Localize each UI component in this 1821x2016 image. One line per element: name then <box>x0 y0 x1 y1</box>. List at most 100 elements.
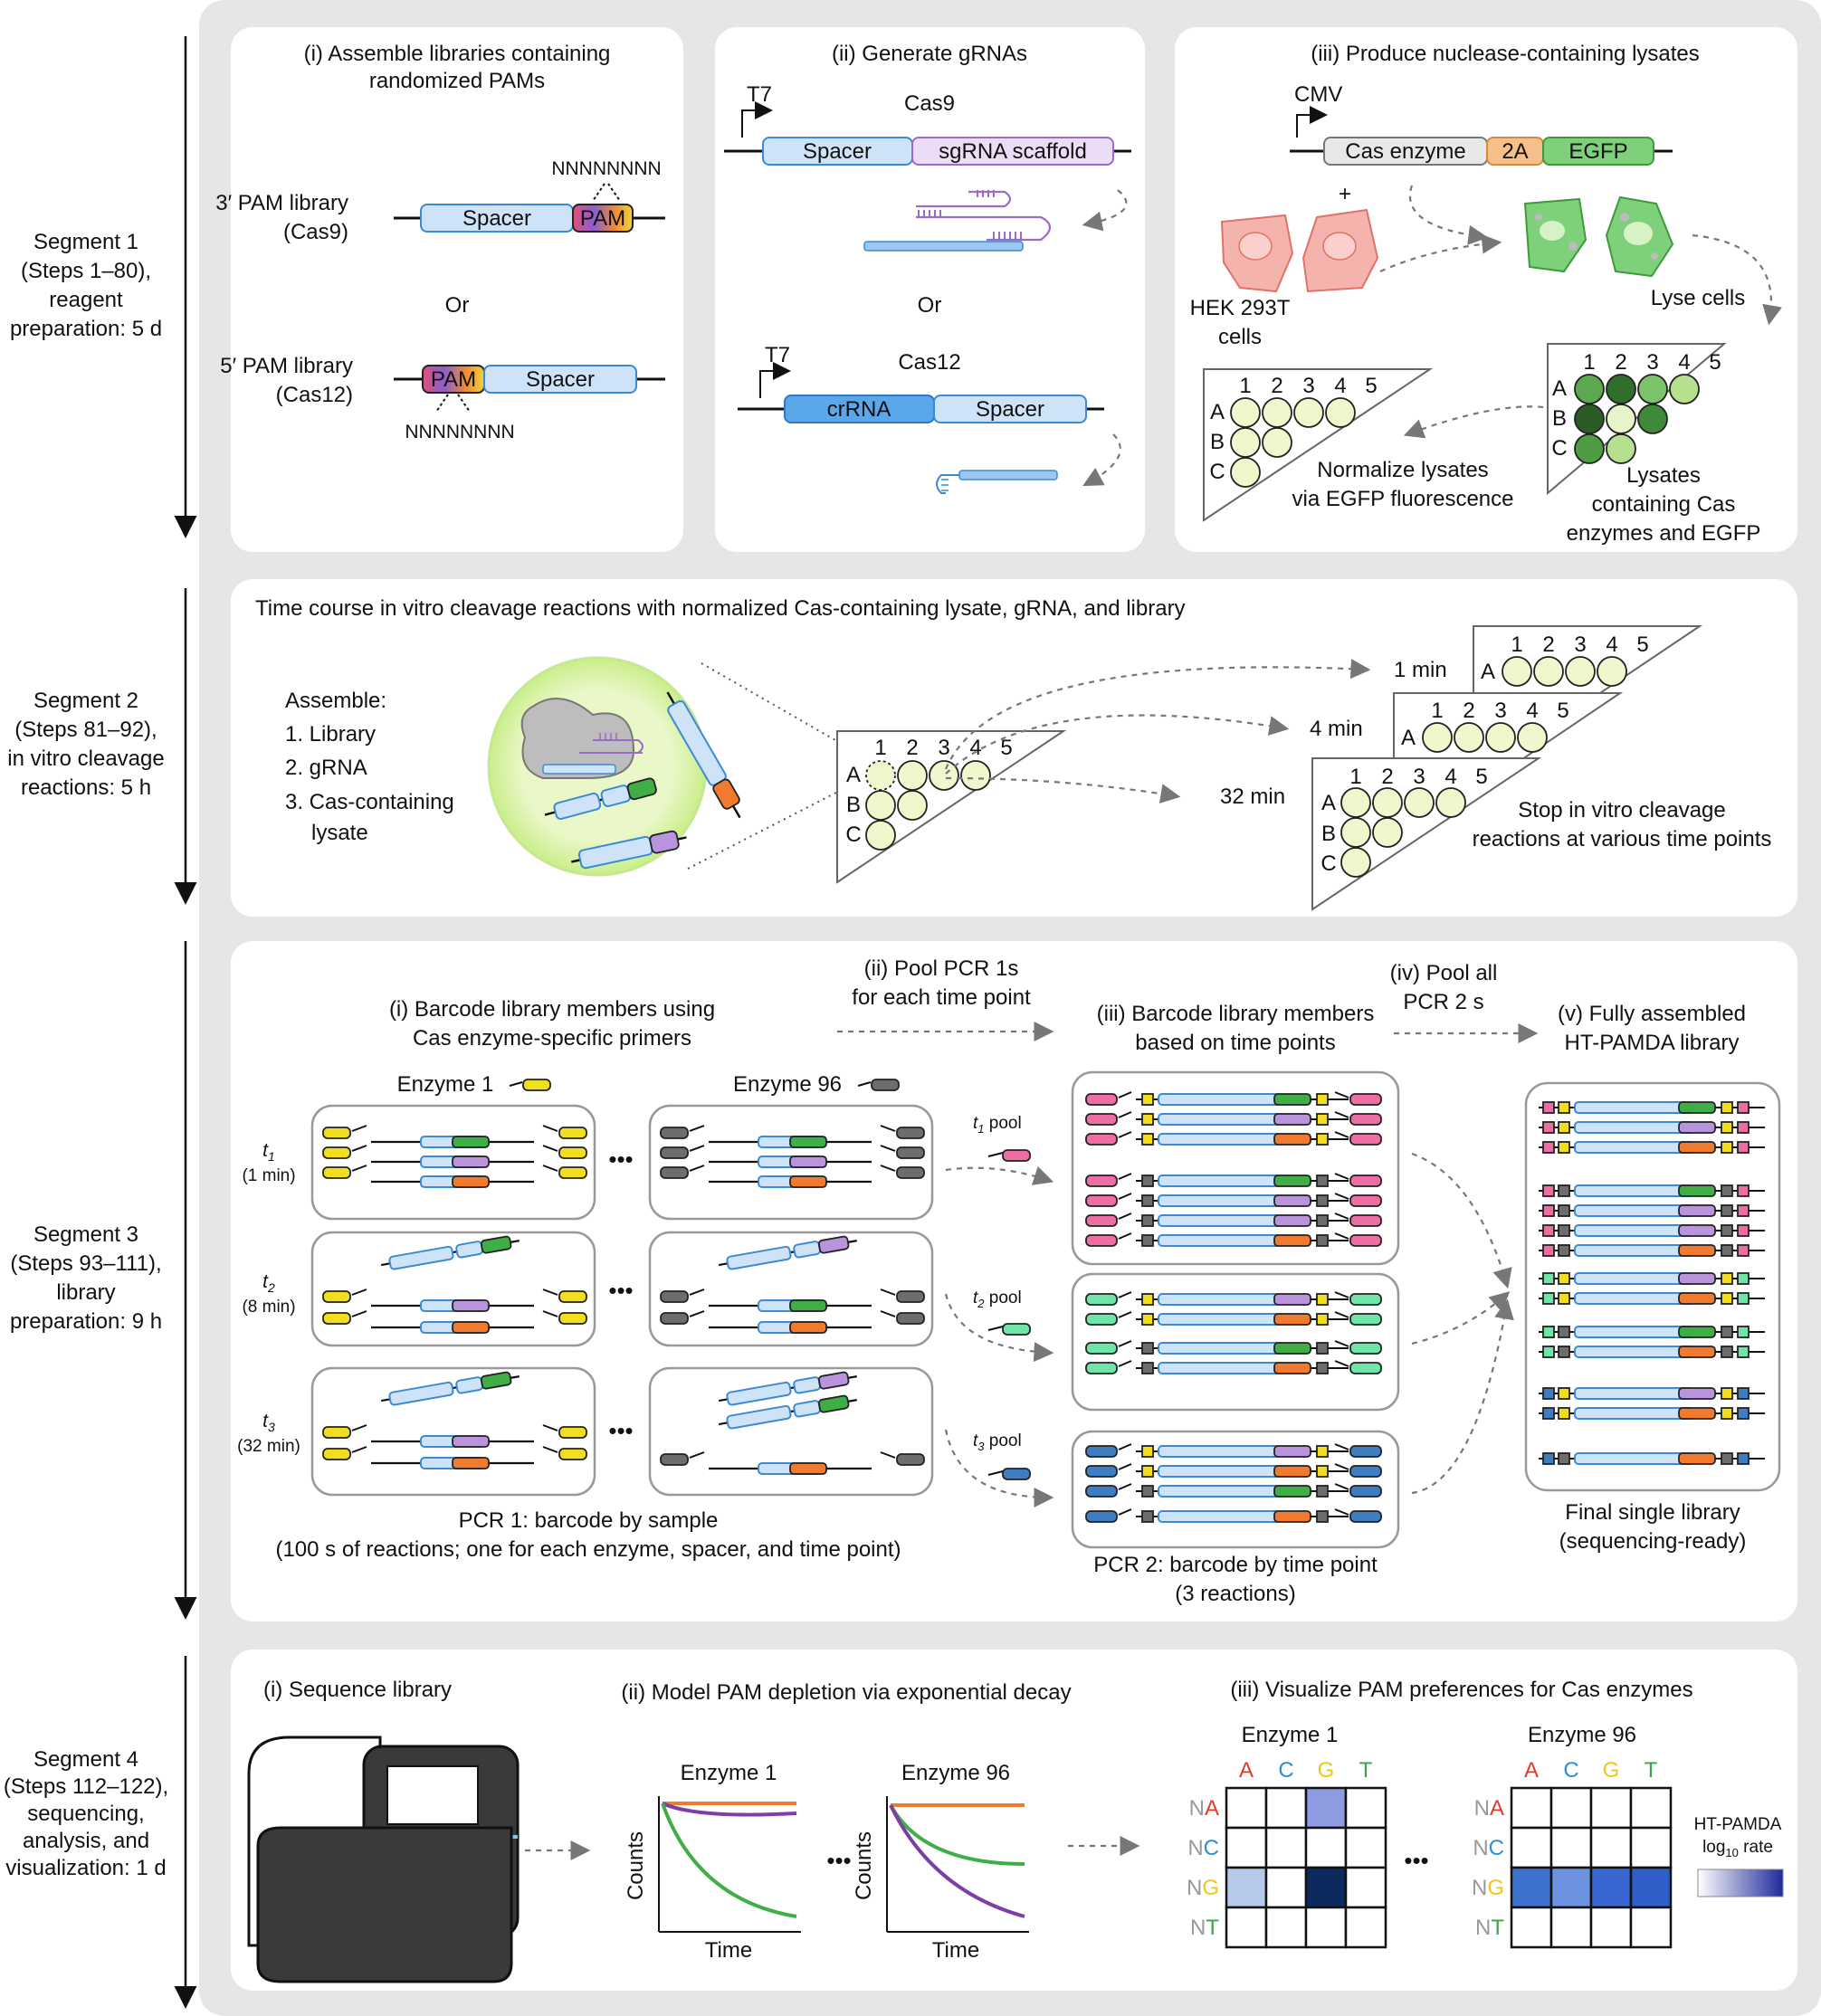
ellipsis-5: ••• <box>1404 1847 1428 1874</box>
lib3-label-1: 3′ PAM library <box>215 191 348 215</box>
pcr2-label-2: (3 reactions) <box>1175 1582 1295 1606</box>
t7-label-2: T7 <box>765 343 790 367</box>
svg-text:visualization: 1 d: visualization: 1 d <box>5 1856 166 1880</box>
pcr1-label-2: (100 s of reactions; one for each enzyme… <box>275 1537 901 1562</box>
assemble-item-2: 2. gRNA <box>285 756 367 780</box>
lib5-label-2: (Cas12) <box>276 383 353 407</box>
svg-text:B: B <box>846 793 861 817</box>
row-label-NA: NA <box>1474 1796 1504 1821</box>
svg-text:5: 5 <box>1557 699 1568 723</box>
svg-text:A: A <box>1401 726 1416 750</box>
segment3-label: Segment 3 (Steps 93–111), library prepar… <box>10 1222 162 1334</box>
svg-text:A: A <box>846 763 861 787</box>
cas-enzyme-label: Cas enzyme <box>1345 139 1465 164</box>
base-label-A: A <box>1239 1758 1254 1783</box>
s2-title: Time course in vitro cleavage reactions … <box>255 596 1186 621</box>
s1-panel-i <box>231 27 683 552</box>
normalize-label-1: Normalize lysates <box>1317 458 1488 482</box>
final-label-2: (sequencing-ready) <box>1559 1529 1747 1554</box>
svg-text:library: library <box>56 1280 115 1305</box>
heatmap-cell <box>1589 1866 1633 1909</box>
legend-title: HT-PAMDA <box>1694 1815 1782 1834</box>
svg-text:Segment 4: Segment 4 <box>33 1747 138 1772</box>
enzyme1-label-s3: Enzyme 1 <box>397 1072 494 1097</box>
row-label-NG: NG <box>1472 1876 1504 1900</box>
stop-label-1: Stop in vitro cleavage <box>1518 798 1725 823</box>
row-label-NG: NG <box>1187 1876 1219 1900</box>
heatmap-cell <box>1264 1826 1308 1869</box>
sgrna-label: sgRNA scaffold <box>939 139 1087 164</box>
twoA-label: 2A <box>1502 139 1528 164</box>
legend-gradient <box>1697 1869 1784 1897</box>
s3-iv-2: PCR 2 s <box>1403 990 1483 1014</box>
svg-text:2: 2 <box>1463 699 1474 723</box>
svg-text:B: B <box>1552 406 1567 431</box>
base-label-C: C <box>1563 1758 1578 1783</box>
normalized-plate: 1 2 3 4 5 A B C <box>1203 368 1434 522</box>
cas9-label: Cas9 <box>904 91 955 116</box>
segment1-label: Segment 1 (Steps 1–80), reagent preparat… <box>10 230 162 341</box>
seg1-line2: (Steps 1–80), <box>21 259 151 283</box>
svg-text:5: 5 <box>1000 736 1012 760</box>
heatmap-cell <box>1264 1906 1308 1949</box>
heatmap-cell <box>1225 1866 1268 1909</box>
svg-text:2: 2 <box>1271 374 1282 398</box>
s3-iv-1: (iv) Pool all <box>1390 961 1498 985</box>
svg-text:C: C <box>1551 436 1567 461</box>
plus-sign: + <box>1339 182 1351 206</box>
lysates-label-1: Lysates <box>1626 463 1701 488</box>
svg-text:5: 5 <box>1475 765 1487 789</box>
heatmap-cell <box>1304 1906 1348 1949</box>
heatmap-enzyme1-title: Enzyme 1 <box>1242 1723 1339 1747</box>
egfp-label: EGFP <box>1568 139 1627 164</box>
heatmap-enzyme96-title: Enzyme 96 <box>1528 1723 1636 1747</box>
spacer-box-cr <box>933 395 1087 423</box>
hek-label-2: cells <box>1218 325 1262 349</box>
svg-text:3: 3 <box>938 736 949 760</box>
svg-text:4: 4 <box>1606 632 1617 657</box>
heatmap-cell <box>1510 1906 1553 1949</box>
svg-text:3: 3 <box>1413 765 1425 789</box>
heatmap-cell <box>1589 1826 1633 1869</box>
svg-text:Segment 2: Segment 2 <box>33 689 138 713</box>
reaction-circle <box>487 656 741 877</box>
heatmap-cell <box>1629 1826 1673 1869</box>
stop-label-2: reactions at various time points <box>1473 827 1772 851</box>
pcr1-content <box>322 1125 925 1475</box>
time-32min: 32 min <box>1220 785 1285 809</box>
svg-text:1: 1 <box>1511 632 1522 657</box>
svg-text:reactions: 5 h: reactions: 5 h <box>21 775 151 800</box>
seg1-line3: reagent <box>49 288 123 312</box>
decay-enzyme1-title: Enzyme 1 <box>681 1761 777 1785</box>
heatmap-cell <box>1589 1786 1633 1830</box>
row-label-NT: NT <box>1190 1916 1219 1940</box>
spacer-label-cr: Spacer <box>976 397 1044 422</box>
s3-v-2: HT-PAMDA library <box>1565 1031 1740 1055</box>
heatmap-cell <box>1589 1906 1633 1949</box>
heatmap-cell <box>1225 1786 1268 1830</box>
s3-v-1: (v) Fully assembled <box>1558 1002 1746 1026</box>
assemble-item-1: 1. Library <box>285 722 376 746</box>
svg-text:1: 1 <box>1349 765 1361 789</box>
final-library-content <box>1539 1101 1765 1465</box>
s4-iii: (iii) Visualize PAM preferences for Cas … <box>1230 1678 1692 1702</box>
svg-text:(1 min): (1 min) <box>242 1166 295 1185</box>
svg-text:1: 1 <box>1431 699 1443 723</box>
s4-i: (i) Sequence library <box>263 1678 452 1702</box>
svg-text:C: C <box>1320 851 1336 876</box>
base-label-T: T <box>1359 1758 1373 1783</box>
lib5-label-1: 5′ PAM library <box>220 354 353 378</box>
segment4-label: Segment 4 (Steps 112–122), sequencing, a… <box>4 1747 168 1880</box>
time-4min: 4 min <box>1310 717 1363 741</box>
decay-plot-enzyme1 <box>658 1796 801 1933</box>
heatmap-cell <box>1304 1786 1348 1830</box>
heatmap-cell <box>1264 1866 1308 1909</box>
pcr1-reactions <box>310 1104 934 1497</box>
heatmap-cell <box>1344 1866 1387 1909</box>
row-label-NA: NA <box>1189 1796 1219 1821</box>
lysate-plate: 1 2 3 4 5 A B C <box>1547 343 1727 496</box>
s3-panel <box>231 941 1797 1621</box>
timepoint-plate-3: 1 2 3 4 5 A B C <box>1311 757 1542 911</box>
